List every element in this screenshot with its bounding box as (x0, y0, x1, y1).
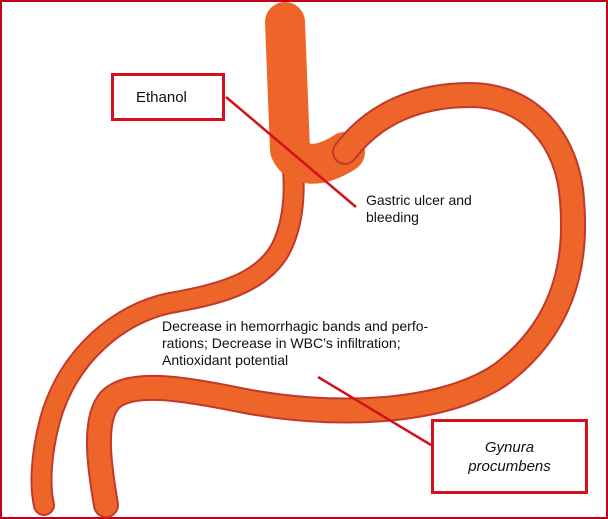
ethanol-box: Ethanol (111, 73, 225, 121)
protective-effects-line-3: Antioxidant potential (162, 352, 557, 369)
protective-effects-line-2: rations; Decrease in WBC’s infiltration; (162, 335, 557, 352)
protective-effects-line-1: Decrease in hemorrhagic bands and perfo- (162, 318, 557, 335)
gynura-procumbens-box: Gynura procumbens (431, 419, 588, 494)
protective-effects-label: Decrease in hemorrhagic bands and perfo-… (162, 318, 557, 369)
ethanol-label: Ethanol (136, 89, 187, 106)
gynura-label-line-1: Gynura (468, 438, 551, 457)
gynura-label-line-2: procumbens (468, 457, 551, 476)
gastric-ulcer-line-1: Gastric ulcer and (366, 192, 526, 209)
gastric-ulcer-label: Gastric ulcer and bleeding (366, 192, 526, 226)
gastric-ulcer-line-2: bleeding (366, 209, 526, 226)
